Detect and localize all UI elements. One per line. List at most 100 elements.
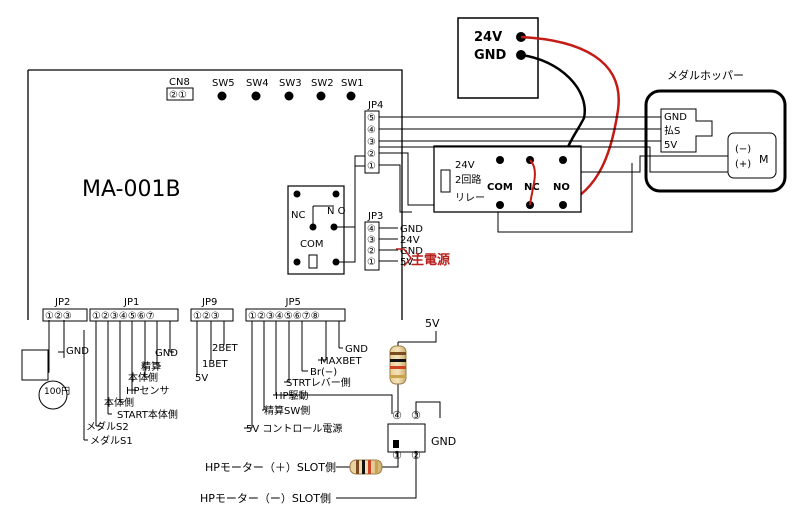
- board-title: MA-001B: [82, 177, 181, 202]
- connector-label: JP2: [54, 297, 70, 308]
- hopper-title: メダルホッパー: [667, 68, 744, 82]
- jp4-pin: ②: [367, 149, 376, 160]
- hopper-connector: [660, 108, 713, 153]
- circuit-wires: [336, 331, 441, 499]
- resistor-band: [375, 460, 378, 474]
- jp1-wire-label: メダルS2: [86, 420, 129, 433]
- relay-title: 2回路: [455, 173, 481, 186]
- jp1-wire-label: 本体側: [128, 371, 158, 384]
- jp9-wire-label: 2BET: [212, 343, 239, 354]
- resistor-band: [390, 352, 406, 355]
- jp3-label: JP3: [367, 211, 383, 222]
- connector-body: [42, 308, 88, 322]
- jp3-pin: ②: [367, 246, 376, 257]
- jp4-pin: ④: [367, 125, 376, 136]
- jp4-pin: ③: [367, 137, 376, 148]
- jp3-pin: ④: [367, 224, 376, 235]
- onboard-relay-pin: [330, 223, 338, 231]
- connector-body: [190, 308, 234, 322]
- jp9-wire-label: 1BET: [202, 359, 229, 370]
- circuit-gnd: GND: [431, 435, 456, 448]
- relay-terminal: [559, 156, 567, 164]
- relay-no: NO: [553, 182, 570, 193]
- jp1-wire-label: GND: [155, 348, 178, 359]
- switch-button: [316, 91, 326, 101]
- relay-24v: 24V: [455, 160, 475, 171]
- jp4-wires: [379, 116, 728, 233]
- cn8-pins: ②①: [169, 90, 187, 101]
- connector-pins: ①②③④⑤⑥⑦: [92, 311, 155, 322]
- connector-body: [89, 308, 179, 322]
- resistor-vertical: [389, 345, 407, 385]
- jp2-gnd: GND: [66, 346, 89, 357]
- resistor-band: [390, 366, 406, 369]
- relay-com: COM: [487, 182, 513, 193]
- circuit-pin-1: ①: [392, 449, 402, 462]
- switch-label: SW3: [279, 78, 302, 89]
- onboard-relay-pin: [332, 190, 340, 198]
- cn8-label: CN8: [169, 77, 190, 88]
- jp9-wire-label: 5V: [195, 373, 208, 384]
- onboard-relay-com: COM: [300, 239, 323, 250]
- wire-24v-red: [520, 35, 620, 207]
- jp3-pin: ①: [367, 257, 376, 268]
- jp5-wire-label: 5V コントロール電源: [246, 422, 342, 435]
- jp4-pin: ⑤: [367, 113, 376, 124]
- jp3-pin-label: GND: [400, 246, 423, 257]
- jp5-wire-label: MAXBET: [320, 356, 362, 367]
- board-outline-top: [28, 69, 403, 320]
- switch-label: SW1: [341, 78, 364, 89]
- onboard-relay-nc: NC: [291, 210, 305, 221]
- connector-pins: ①②③④⑤⑥⑦⑧: [248, 311, 320, 322]
- switch-label: SW2: [311, 78, 334, 89]
- circuit-pin-2: ②: [411, 449, 421, 462]
- hopper-gnd: GND: [664, 112, 687, 123]
- jp3-connector: [364, 221, 380, 271]
- switch-label: SW5: [212, 78, 235, 89]
- jp4-label: JP4: [367, 100, 383, 111]
- jp3-pin: ③: [367, 235, 376, 246]
- relay-terminal: [559, 201, 567, 209]
- hopper-motor: [727, 132, 777, 179]
- jp5-wire-label: GND: [345, 344, 368, 355]
- jp3-pin-label: 24V: [400, 235, 420, 246]
- resistor-band: [390, 375, 406, 378]
- main-power-label: 主電源: [411, 252, 450, 268]
- jp1-wire-label: HPセンサ: [126, 385, 170, 397]
- hopper-motor-m: M: [759, 153, 769, 166]
- jp1-wire-label: START本体側: [117, 408, 178, 421]
- onboard-relay-wires: [336, 155, 365, 263]
- jp9-wires: 2BET 1BET 5V: [195, 321, 239, 384]
- relay-nc-red-wire: [529, 159, 536, 206]
- relay-terminal: [496, 201, 504, 209]
- relay-terminal: [496, 156, 504, 164]
- jp1-wire-label: メダルS1: [90, 434, 133, 447]
- coin-label: 100円: [44, 386, 70, 397]
- circuit-pin-4: ④: [392, 409, 402, 422]
- relay-2ch: [433, 145, 582, 213]
- coin-switch: [21, 349, 49, 381]
- psu-24v-label: 24V: [474, 30, 502, 45]
- circuit-component-mark: [393, 440, 399, 448]
- hopper-motor-plus: (+): [735, 159, 751, 170]
- circuit-5v: 5V: [425, 317, 440, 330]
- connector-pins: ①②③: [193, 311, 220, 322]
- hopper-pay: 払S: [664, 124, 680, 137]
- switch-button: [217, 91, 227, 101]
- circuit-pin-3: ③: [411, 409, 421, 422]
- jp1-wire-label: 本体側: [104, 396, 134, 409]
- jp4-pin: ①: [367, 161, 376, 172]
- coin-100yen: [38, 380, 68, 410]
- switch-button: [284, 91, 294, 101]
- switch-button: [346, 91, 356, 101]
- resistor-band: [356, 460, 359, 474]
- connector-body: [245, 308, 346, 322]
- relay-sub: リレー: [455, 193, 485, 204]
- jp3-pin-label: GND: [400, 224, 423, 235]
